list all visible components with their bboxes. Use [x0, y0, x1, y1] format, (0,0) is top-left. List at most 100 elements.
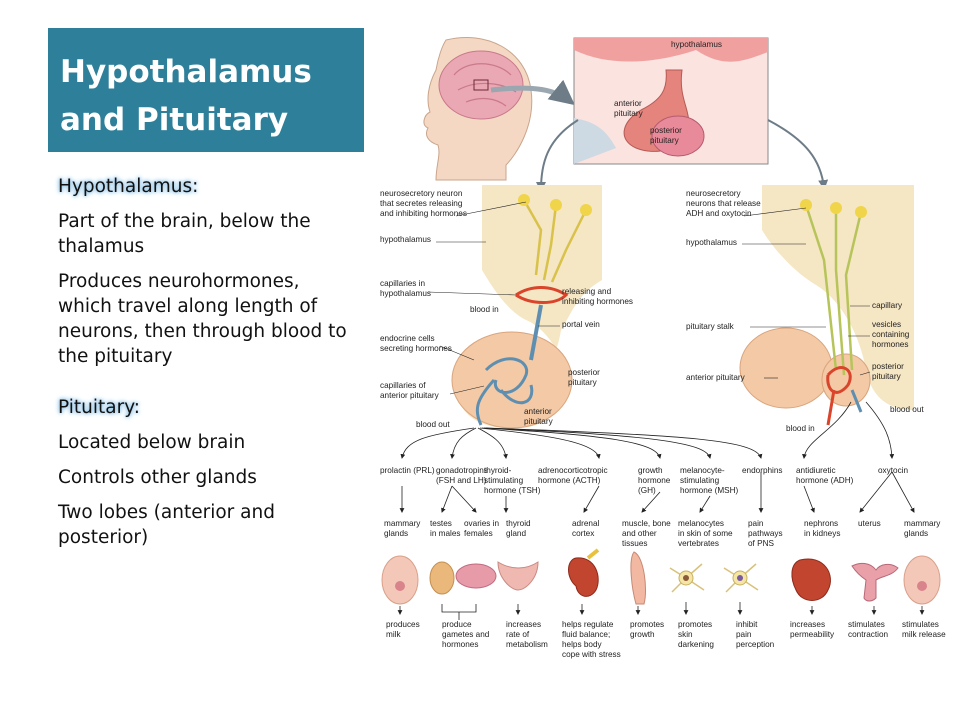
effect-milk-release-a: stimulates — [902, 620, 939, 629]
right-vesicles-label-1: vesicles — [872, 320, 901, 329]
target-pain-b: pathways — [748, 529, 783, 538]
right-blood-out-label: blood out — [890, 405, 924, 414]
target-ovaries-b: females — [464, 529, 493, 538]
effect-arrows — [397, 602, 925, 615]
right-anterior-label: anterior pituitary — [686, 373, 746, 382]
hormone-gonadotropins-2: (FSH and LH) — [436, 476, 487, 485]
effect-labels: produces milk produce gametes and hormon… — [386, 620, 946, 659]
target-ovaries-a: ovaries in — [464, 519, 499, 528]
left-portal-vein-label: portal vein — [562, 320, 600, 329]
target-mammary-1b: glands — [384, 529, 408, 538]
posterior-pathway: neurosecretory neurons that release ADH … — [686, 185, 924, 433]
left-capillaries-label-1: capillaries in — [380, 279, 425, 288]
left-endocrine-label-2: secreting hormones — [380, 344, 452, 353]
effect-growth-a: promotes — [630, 620, 664, 629]
right-capillary-label: capillary — [872, 301, 903, 310]
effect-milk-b: milk — [386, 630, 401, 639]
effect-fluid-a: helps regulate — [562, 620, 614, 629]
target-adrenal-b: cortex — [572, 529, 594, 538]
effect-contraction-a: stimulates — [848, 620, 885, 629]
left-neuron-label-1: neurosecretory neuron — [380, 189, 463, 198]
target-mammary-2b: glands — [904, 529, 928, 538]
hormone-endorphins: endorphins — [742, 466, 783, 475]
hormone-tsh-1: thyroid- — [484, 466, 512, 475]
hormone-msh-1: melanocyte- — [680, 466, 725, 475]
hormone-gonadotropins-1: gonadotropins — [436, 466, 488, 475]
effect-pain-c: perception — [736, 640, 775, 649]
target-nephrons-a: nephrons — [804, 519, 838, 528]
target-thyroid-b: gland — [506, 529, 526, 538]
effect-metabolism-c: metabolism — [506, 640, 548, 649]
title-line-2: and Pituitary — [60, 102, 289, 138]
hormone-msh-2: stimulating — [680, 476, 720, 485]
target-testes-a: testes — [430, 519, 452, 528]
target-melanocytes-a: melanocytes — [678, 519, 724, 528]
pituitary-diagram: hypothalamus anterior pituitary posterio… — [366, 30, 960, 670]
inset-illustration: hypothalamus anterior pituitary posterio… — [573, 37, 769, 165]
hormone-oxytocin: oxytocin — [878, 466, 908, 475]
organ-icons — [381, 548, 941, 605]
effect-milk-release-b: milk release — [902, 630, 946, 639]
hypothalamus-point-2: Produces neurohormones, which travel alo… — [58, 271, 347, 367]
right-vesicles-label-2: containing — [872, 330, 910, 339]
target-nephrons-b: in kidneys — [804, 529, 840, 538]
right-vesicles-label-3: hormones — [872, 340, 908, 349]
target-melanocytes-b: in skin of some — [678, 529, 733, 538]
title-line-1: Hypothalamus — [60, 54, 312, 90]
effect-pain-a: inhibit — [736, 620, 758, 629]
anterior-pathway: neurosecretory neuron that secretes rele… — [380, 185, 633, 429]
effect-skin-a: promotes — [678, 620, 712, 629]
left-posterior-label-2: pituitary — [568, 378, 598, 387]
hypothalamus-point-1: Part of the brain, below the thalamus — [58, 211, 311, 257]
target-adrenal-a: adrenal — [572, 519, 599, 528]
effect-gametes-a: produce — [442, 620, 472, 629]
effect-gametes-c: hormones — [442, 640, 478, 649]
target-melanocytes-c: vertebrates — [678, 539, 719, 548]
hormone-msh-3: hormone (MSH) — [680, 486, 739, 495]
effect-contraction-b: contraction — [848, 630, 888, 639]
target-mammary-1a: mammary — [384, 519, 421, 528]
effect-skin-b: skin — [678, 630, 693, 639]
left-endocrine-label-1: endocrine cells — [380, 334, 435, 343]
hormone-tsh-3: hormone (TSH) — [484, 486, 541, 495]
right-hypothalamus-label: hypothalamus — [686, 238, 737, 247]
left-capant-label-2: anterior pituitary — [380, 391, 440, 400]
left-capillaries-label-2: hypothalamus — [380, 289, 431, 298]
hormone-adh-2: hormone (ADH) — [796, 476, 854, 485]
target-muscle-c: tissues — [622, 539, 647, 548]
right-blood-in-label: blood in — [786, 424, 815, 433]
left-posterior-label-1: posterior — [568, 368, 600, 377]
effect-growth-b: growth — [630, 630, 655, 639]
hormone-acth-1: adrenocorticotropic — [538, 466, 608, 475]
right-neuron-label-1: neurosecretory — [686, 189, 742, 198]
inset-posterior-label-2: pituitary — [650, 136, 680, 145]
inset-anterior-label-1: anterior — [614, 99, 642, 108]
head-illustration — [423, 36, 575, 181]
title-box: Hypothalamus and Pituitary — [48, 28, 364, 152]
effect-pain-b: pain — [736, 630, 752, 639]
pituitary-point-1: Located below brain — [58, 432, 246, 453]
left-neuron-label-3: and inhibiting hormones — [380, 209, 467, 218]
left-releasing-label-1: releasing and — [562, 287, 612, 296]
left-blood-out-label: blood out — [416, 420, 450, 429]
target-muscle-a: muscle, bone — [622, 519, 671, 528]
target-uterus: uterus — [858, 519, 881, 528]
target-testes-b: in males — [430, 529, 461, 538]
target-thyroid-a: thyroid — [506, 519, 531, 528]
hormone-labels: prolactin (PRL) gonadotropins (FSH and L… — [380, 466, 908, 495]
effect-gametes-b: gametes and — [442, 630, 490, 639]
pituitary-heading: Pituitary: — [58, 397, 141, 418]
right-stalk-label: pituitary stalk — [686, 322, 735, 331]
hormone-acth-2: hormone (ACTH) — [538, 476, 601, 485]
target-pain-a: pain — [748, 519, 764, 528]
effect-permeability-b: permeability — [790, 630, 835, 639]
left-neuron-label-2: that secretes releasing — [380, 199, 463, 208]
effect-fluid-b: fluid balance; — [562, 630, 610, 639]
effect-metabolism-a: increases — [506, 620, 541, 629]
left-anterior-label-1: anterior — [524, 407, 552, 416]
inset-hypothalamus-label: hypothalamus — [671, 40, 722, 49]
effect-fluid-c: helps body — [562, 640, 603, 649]
right-posterior-label-1: posterior — [872, 362, 904, 371]
hormone-gh-3: (GH) — [638, 486, 656, 495]
effect-milk-a: produces — [386, 620, 420, 629]
